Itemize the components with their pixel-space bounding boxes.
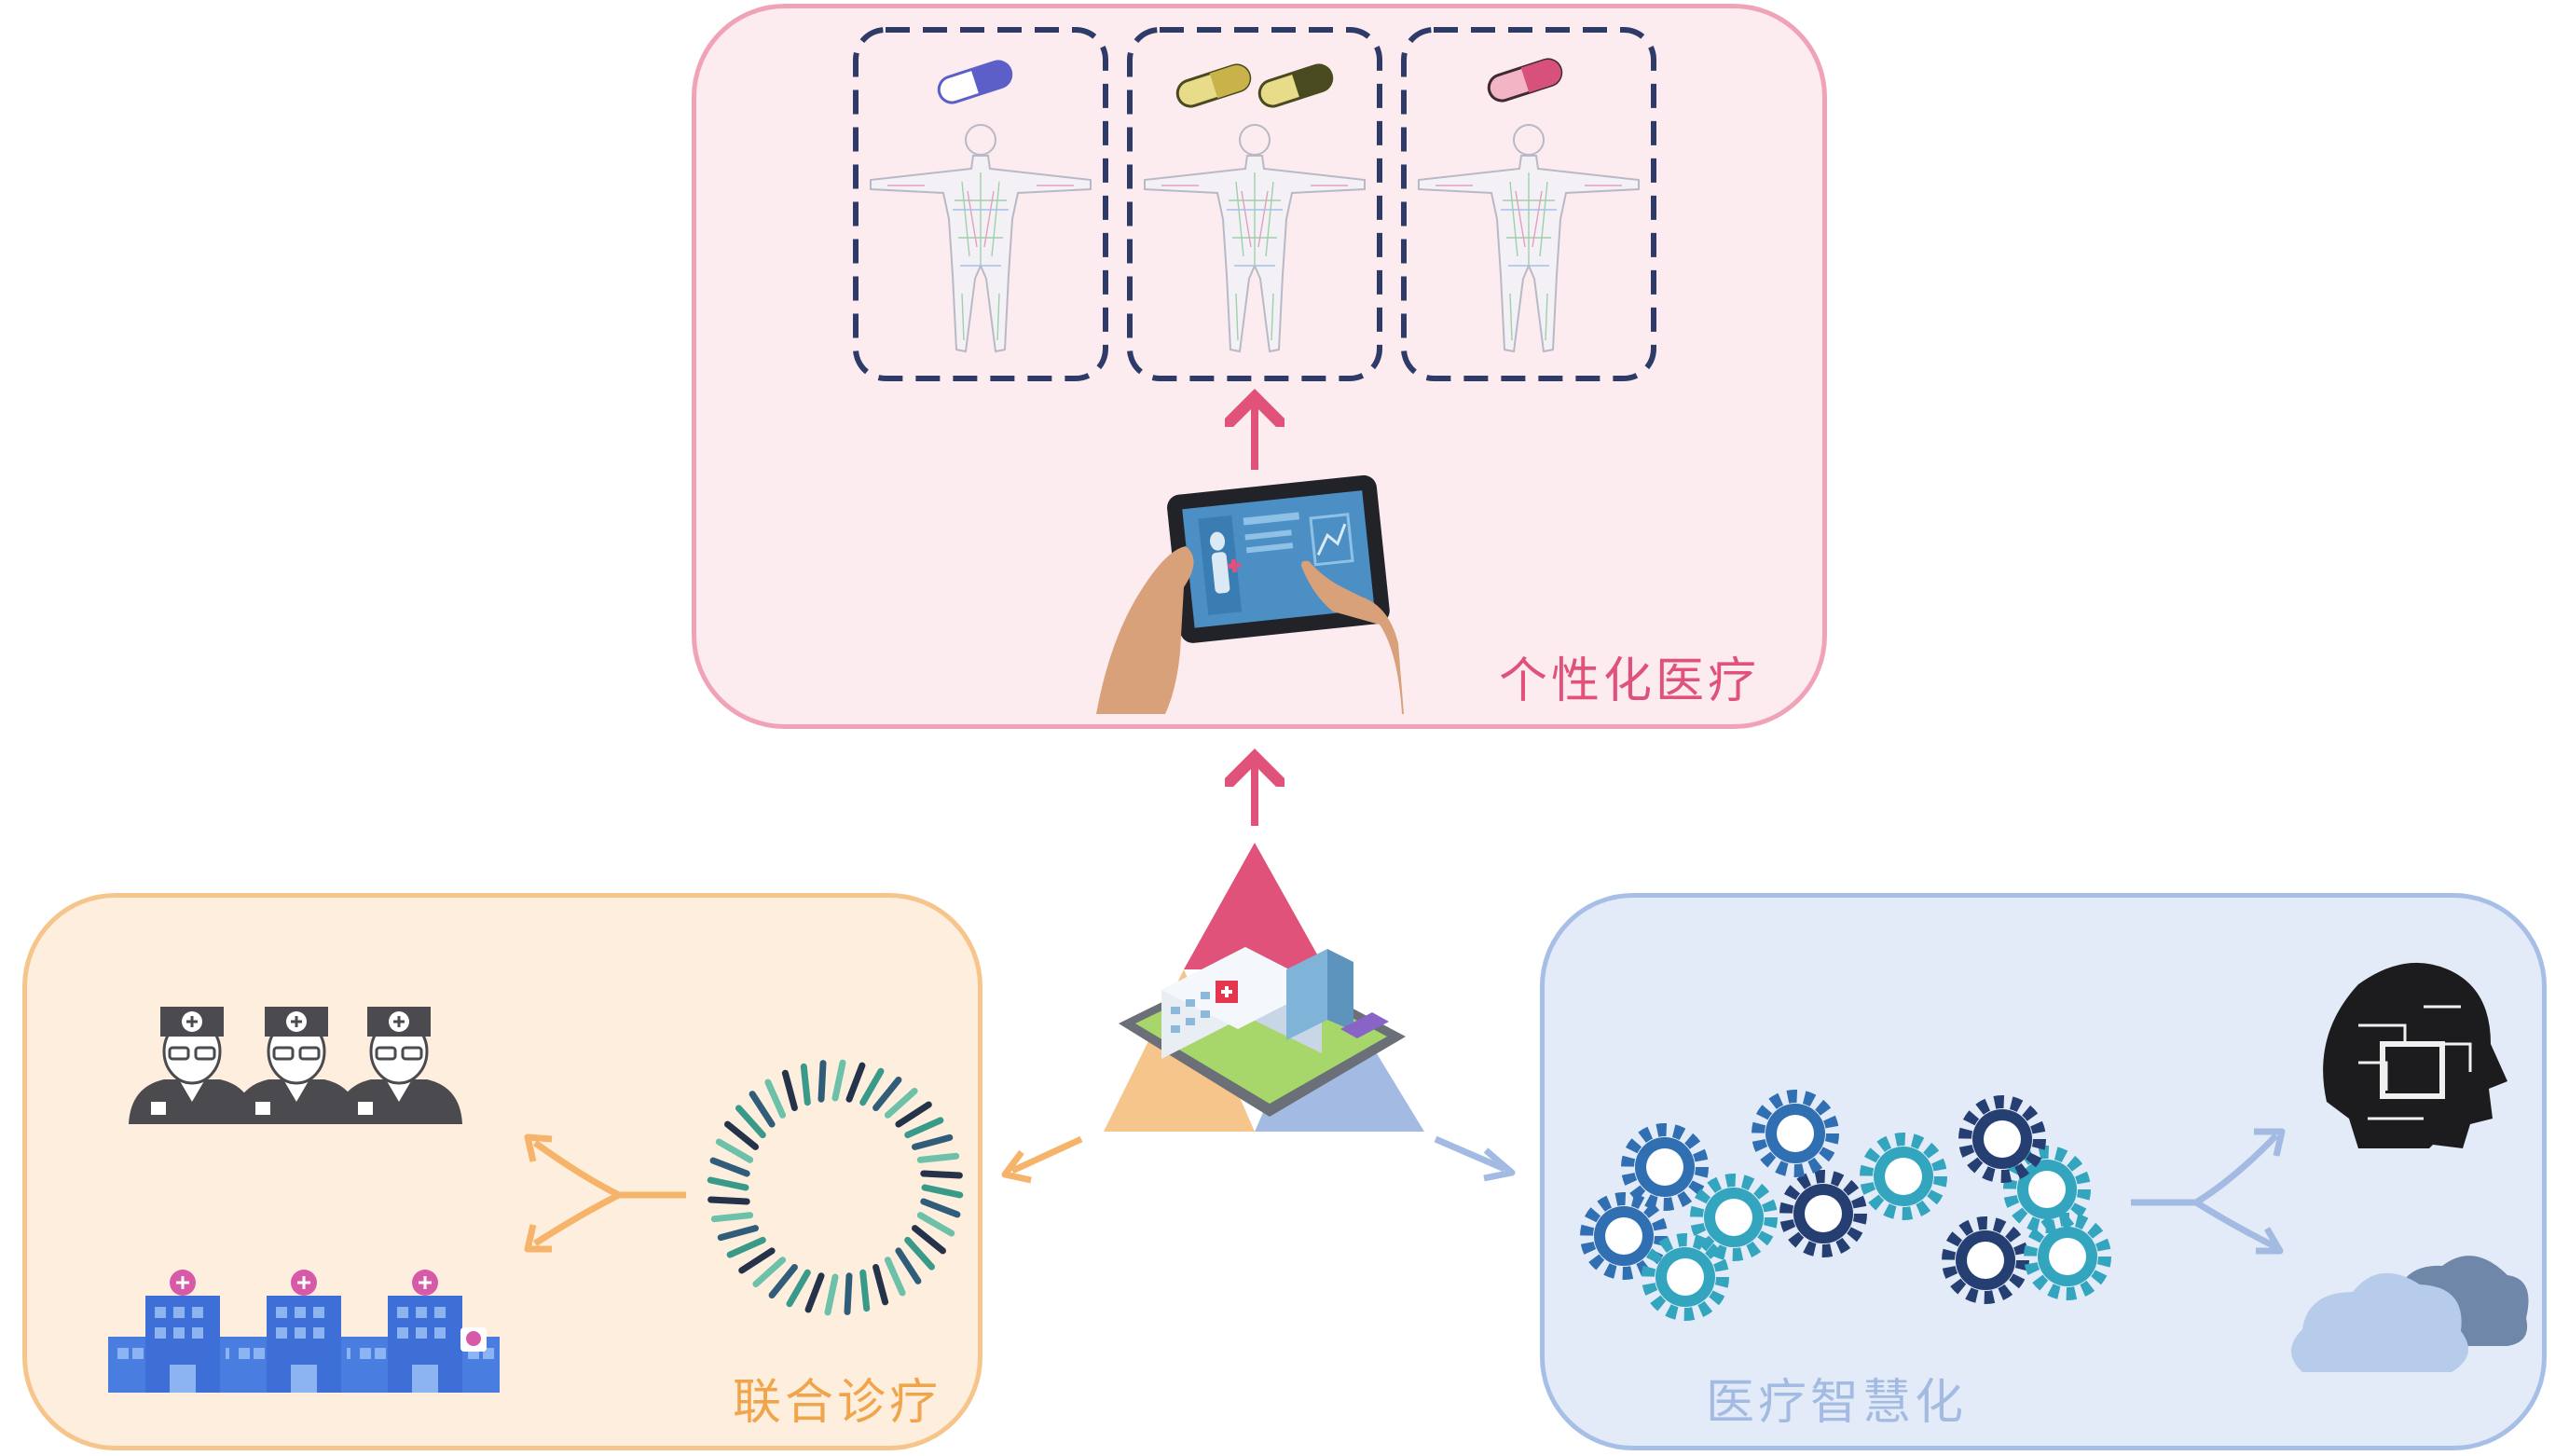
dna-strand <box>724 1120 759 1150</box>
pill-icon <box>1487 58 1563 103</box>
patient-profiles <box>853 27 1656 381</box>
dna-strand <box>786 1269 811 1308</box>
arrow-left-icon <box>1010 1135 1083 1174</box>
split-arrow-icon <box>524 1133 686 1253</box>
hospital-isometric-icon <box>1119 947 1406 1117</box>
ai-head-icon <box>2323 962 2507 1148</box>
patient-box-3 <box>1401 27 1656 381</box>
dna-strand <box>904 1117 944 1139</box>
dna-strand <box>717 1225 759 1242</box>
dna-strand <box>921 1184 964 1199</box>
dna-strand <box>872 1264 889 1306</box>
dna-strand <box>859 1269 871 1312</box>
dna-strand <box>904 1236 935 1271</box>
dna-strand <box>781 1069 798 1111</box>
dna-strand <box>768 1264 798 1298</box>
dna-strand <box>709 1157 750 1177</box>
dna-strand <box>752 1257 787 1287</box>
arrow-right-icon <box>1434 1135 1506 1173</box>
human-body-icon <box>1418 124 1640 352</box>
dna-strand <box>916 1152 960 1163</box>
dna-ring-icon <box>707 1059 964 1316</box>
human-body-icon <box>870 124 1092 352</box>
human-body-icon <box>1144 124 1366 352</box>
doctors-group-icon <box>127 1005 464 1126</box>
dna-strand <box>817 1060 827 1103</box>
center-triangle <box>1104 843 1424 1132</box>
hospital-buildings-icon <box>106 1268 501 1394</box>
joint-diagnosis-label: 联合诊疗 <box>733 1375 942 1431</box>
dna-strand <box>749 1091 776 1128</box>
dna-strand <box>735 1105 766 1139</box>
dna-strand <box>764 1078 787 1119</box>
dna-strand <box>920 1198 961 1218</box>
split-arrow-icon <box>2131 1128 2286 1255</box>
cloud-icon <box>2291 1256 2529 1372</box>
dna-strand <box>845 1062 866 1103</box>
dna-strand <box>844 1272 853 1315</box>
personalized-medicine-label: 个性化医疗 <box>1499 653 1761 709</box>
dna-strand <box>710 1212 754 1223</box>
pill-icon <box>1257 63 1334 108</box>
dna-strand <box>884 1088 918 1119</box>
medical-gears-icon <box>1587 1096 2105 1314</box>
dna-strand <box>872 1077 902 1111</box>
dna-strand <box>708 1196 750 1205</box>
dna-strand <box>859 1067 885 1106</box>
dna-strand <box>916 1212 955 1237</box>
dna-strand <box>831 1059 846 1102</box>
patient-box-1 <box>853 27 1108 381</box>
pill-icon <box>937 60 1013 104</box>
dna-strand <box>912 1133 954 1150</box>
dna-strand <box>738 1247 776 1274</box>
dna-strand <box>824 1273 839 1316</box>
dna-strand <box>884 1257 906 1297</box>
dna-strand <box>800 1063 811 1106</box>
pill-icon <box>1175 63 1252 108</box>
smart-medicine-label: 医疗智慧化 <box>1706 1375 1968 1431</box>
patient-box-2 <box>1127 27 1382 381</box>
dna-strand <box>804 1272 825 1313</box>
dna-strand <box>895 1101 932 1128</box>
dna-strand <box>707 1176 749 1191</box>
tablet-with-hands-icon <box>1096 474 1404 714</box>
dna-strand <box>920 1170 963 1179</box>
dna-strand <box>912 1225 946 1255</box>
dna-strand <box>715 1138 754 1163</box>
dna-strand <box>895 1247 922 1284</box>
dna-strand <box>726 1236 766 1258</box>
